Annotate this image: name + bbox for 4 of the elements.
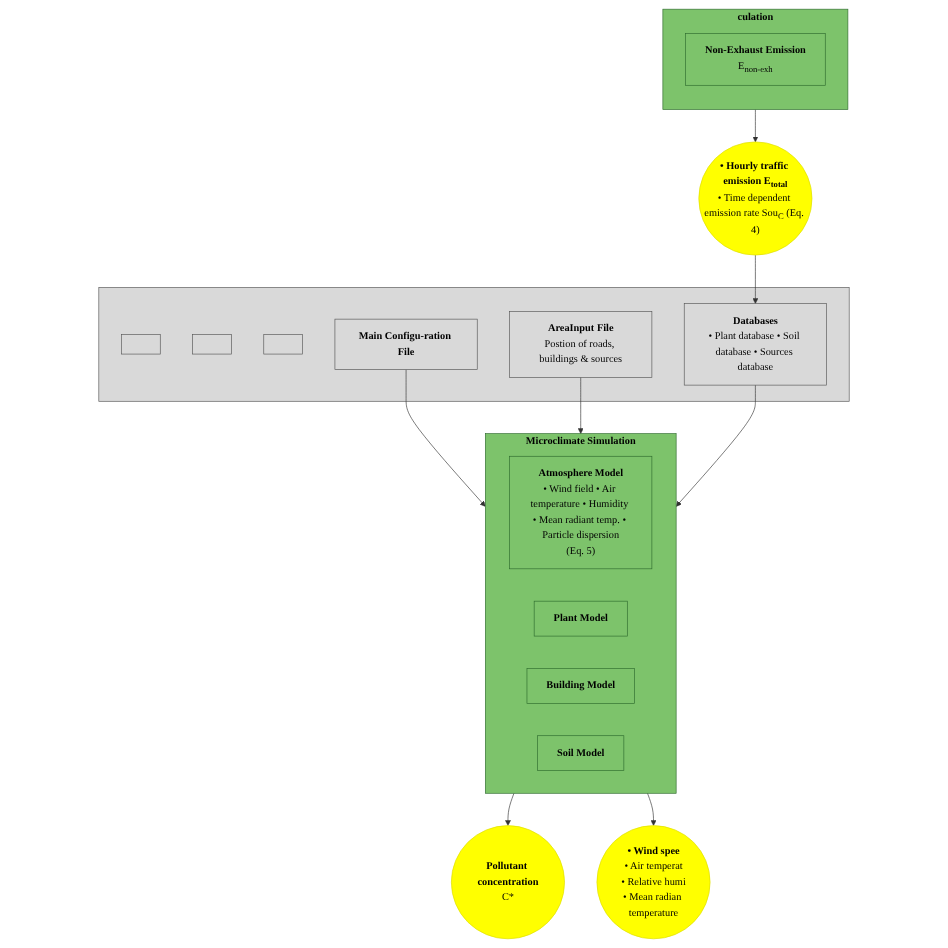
node-box <box>121 334 161 355</box>
cluster <box>98 287 850 402</box>
node-box <box>192 334 232 355</box>
node-box <box>263 334 303 355</box>
